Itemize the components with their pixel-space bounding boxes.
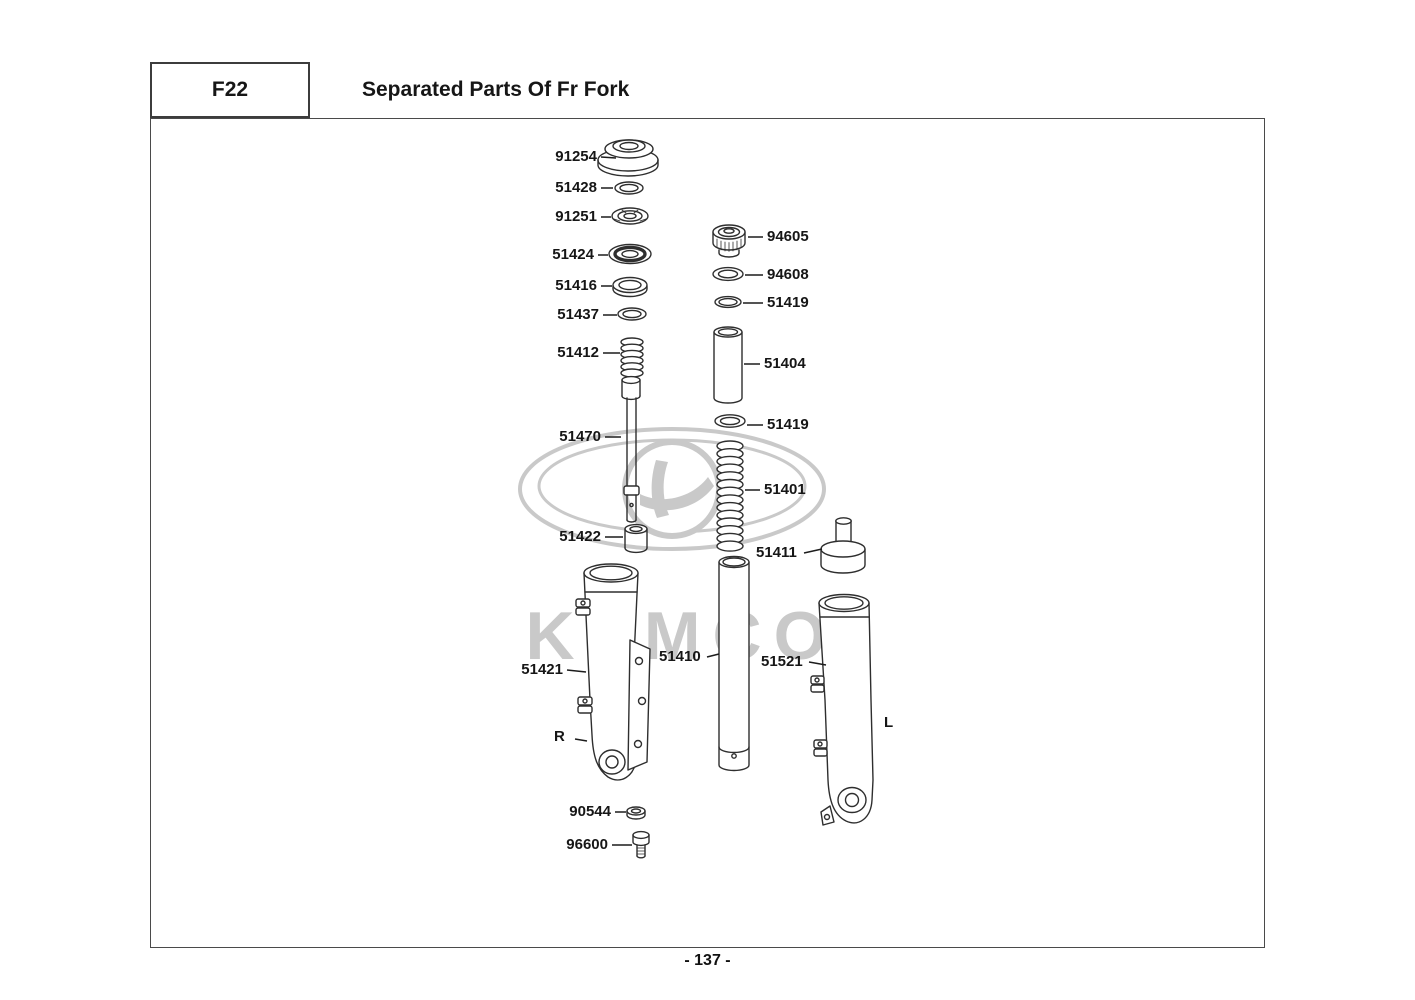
part-51424-seal — [608, 243, 652, 265]
part-51404-spacer-tube — [713, 326, 743, 404]
part-51401-fork-spring — [716, 440, 744, 552]
part-51437-washer — [617, 307, 647, 321]
leader-line-51411 — [803, 548, 823, 554]
leader-line-51410 — [706, 653, 720, 658]
part-51411-spring-seat — [820, 517, 866, 574]
page-title: Separated Parts Of Fr Fork — [362, 78, 630, 101]
part-51419-oring-upper — [714, 295, 742, 309]
leader-line-R — [574, 738, 588, 742]
part-90544-nut — [626, 806, 646, 820]
page-number: - 137 - — [684, 952, 731, 969]
part-91251-bearing — [611, 207, 649, 225]
leader-lines — [566, 156, 827, 846]
part-94605-fork-bolt — [712, 224, 746, 258]
part-96600-bolt — [632, 830, 650, 859]
part-91254-fork-cap — [597, 139, 659, 177]
diagram-frame — [150, 118, 1265, 948]
section-code-box: F22 — [150, 62, 310, 118]
leader-line-51521 — [808, 661, 827, 666]
leader-line-91254 — [600, 156, 617, 159]
part-51412-spring — [620, 337, 644, 378]
part-94608-oring — [712, 266, 744, 282]
part-51419-washer-lower — [714, 414, 746, 428]
part-51422-oil-lock-piece — [624, 523, 648, 554]
kymco-watermark-text: KYMCO — [525, 598, 838, 674]
part-51521-left-fork-leg — [810, 593, 874, 826]
part-51470-damper-rod — [621, 375, 641, 523]
kymco-logo-watermark: KYMCO — [518, 427, 838, 674]
part-51416-ring — [612, 276, 648, 298]
part-51421-right-fork-leg — [575, 563, 651, 781]
part-51428-oring — [614, 181, 644, 195]
part-51410-inner-tube — [718, 555, 750, 772]
leader-line-51421 — [566, 669, 587, 673]
section-code: F22 — [211, 78, 249, 101]
